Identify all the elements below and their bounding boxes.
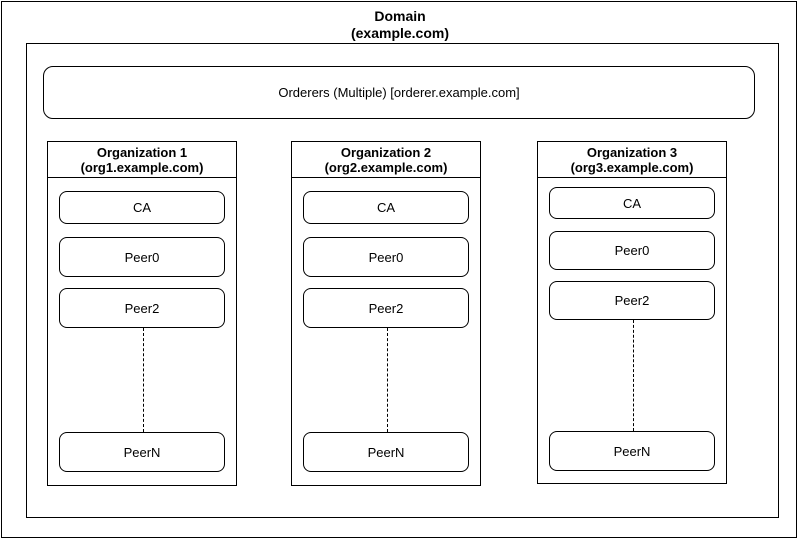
dashed-connector [633,320,634,431]
node-label: CA [132,200,152,215]
peern-node: PeerN [303,432,469,472]
domain-name: Domain [374,8,426,24]
node-label: Peer0 [614,243,650,258]
node-label: Peer2 [368,300,404,316]
organization-subtitle: (org1.example.com) [80,160,204,175]
peer0-node: Peer0 [303,237,469,277]
orderers-box: Orderers (Multiple) [orderer.example.com… [43,66,755,119]
node-label: Peer2 [614,293,650,308]
orderers-label: Orderers (Multiple) [orderer.example.com… [278,85,520,100]
node-label: Peer0 [124,249,160,265]
domain-title: Domain (example.com) [0,8,800,42]
organization-title: Organization 3 [586,145,678,160]
organization-subtitle: (org2.example.com) [324,160,448,175]
organization-subtitle: (org3.example.com) [570,160,694,175]
dashed-connector [143,328,144,432]
peern-node: PeerN [59,432,225,472]
node-label: CA [622,195,642,211]
organization-title: Organization 2 [340,145,432,160]
node-label: Peer2 [124,300,160,316]
domain-box [26,43,779,518]
ca-node: CA [59,191,225,224]
peer0-node: Peer0 [59,237,225,277]
ca-node: CA [303,191,469,224]
node-label: PeerN [367,444,405,460]
organization-header: Organization 2 (org2.example.com) [292,142,480,178]
organization-3: Organization 3 (org3.example.com) CA Pee… [537,141,727,484]
node-label: Peer0 [368,249,404,265]
peer2-node: Peer2 [303,288,469,328]
dashed-connector [387,328,388,432]
organization-header: Organization 3 (org3.example.com) [538,142,726,178]
domain-subtitle: (example.com) [350,25,450,41]
organization-1: Organization 1 (org1.example.com) CA Pee… [47,141,237,486]
node-label: PeerN [613,443,651,459]
node-label: PeerN [123,444,161,460]
peer2-node: Peer2 [59,288,225,328]
peer0-node: Peer0 [549,231,715,270]
organization-title: Organization 1 [96,145,188,160]
ca-node: CA [549,187,715,219]
organization-header: Organization 1 (org1.example.com) [48,142,236,178]
peer2-node: Peer2 [549,281,715,320]
peern-node: PeerN [549,431,715,471]
node-label: CA [376,200,396,215]
organization-2: Organization 2 (org2.example.com) CA Pee… [291,141,481,486]
